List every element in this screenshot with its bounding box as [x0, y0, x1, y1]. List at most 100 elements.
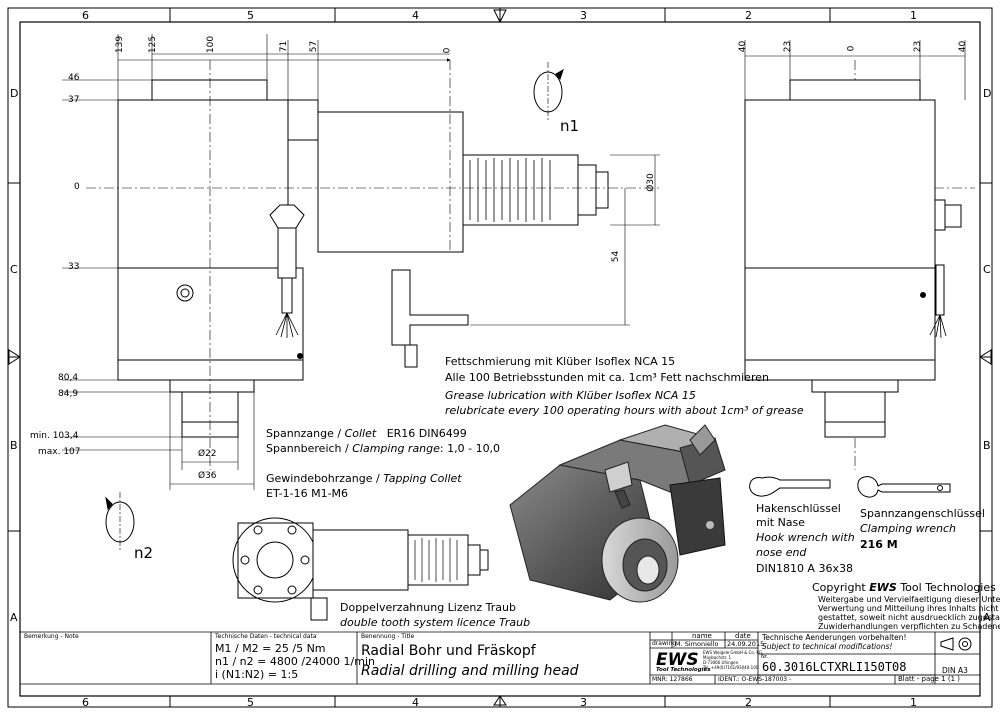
col-label-5-bottom: 5	[247, 696, 254, 709]
drawing-row-label: drawing	[652, 640, 677, 647]
row-label-d: D	[10, 87, 19, 100]
title-en: Radial drilling and milling head	[361, 663, 579, 679]
copyright-line-2: Verwertung und Mitteilung ihres Inhalts …	[818, 604, 999, 613]
drawer-name: M. Simoniello	[675, 640, 719, 648]
dim-33: 33	[68, 262, 80, 272]
dim-r-23-left: 23	[783, 40, 794, 53]
sheet-frame	[7, 7, 993, 708]
ratio-values: i (N1:N2) = 1:5	[215, 668, 299, 681]
row-label-d-right: D	[983, 87, 992, 100]
col-date-header: date	[735, 632, 751, 640]
grease-note-de-1: Fettschmierung mit Klüber Isoflex NCA 15	[445, 355, 676, 368]
clamping-wrench-value: 216 M	[860, 538, 898, 551]
dim-125: 125	[148, 35, 159, 54]
hook-wrench-de-1: Hakenschlüssel	[756, 502, 841, 515]
hook-wrench-en-2: nose end	[756, 546, 807, 559]
address-line-2: Maybachstr. 1	[703, 655, 732, 660]
dim-dia-36: Ø36	[198, 471, 217, 481]
collet-label-en: Collet	[344, 427, 377, 440]
range-label-de: Spannbereich /	[266, 442, 353, 455]
range-label-en: Clamping range	[352, 442, 440, 455]
grease-note-en-2: relubricate every 100 operating hours wi…	[445, 404, 804, 417]
address-line-3: D-73066 Uhingen	[703, 660, 739, 665]
hook-wrench-de-2: mit Nase	[756, 516, 806, 529]
copyright-brand: EWS	[869, 581, 897, 594]
copyright-suffix: Tool Technologies	[896, 581, 996, 594]
rotation-n1	[533, 62, 564, 122]
changes-note-de: Technische Aenderungen vorbehalten!	[762, 633, 907, 642]
row-label-c-right: C	[983, 263, 991, 276]
copyright-prefix: Copyright	[812, 581, 870, 594]
side-view	[744, 79, 962, 438]
dim-37: 37	[68, 95, 80, 105]
dim-71: 71	[279, 40, 290, 53]
dim-min-103-4: min. 103,4	[30, 431, 79, 441]
col-label-4-bottom: 4	[412, 696, 419, 709]
techdata-label: Technische Daten - technical data	[215, 633, 317, 640]
clamping-wrench-de: Spannzangenschlüssel	[860, 507, 985, 520]
hook-wrench-illustration	[749, 476, 831, 497]
drawing-date: 24.09.2015	[727, 640, 765, 648]
dim-84-9: 84,9	[58, 389, 79, 399]
row-label-c: C	[10, 263, 18, 276]
dim-57: 57	[309, 40, 320, 53]
changes-note-en: Subject to technical modifications!	[762, 642, 893, 651]
row-label-a-right: A	[983, 611, 991, 624]
grease-note-en-1: Grease lubrication with Klüber Isoflex N…	[445, 389, 696, 402]
remark-label: Bemerkung - Note	[24, 633, 79, 640]
clamping-wrench-en: Clamping wrench	[860, 522, 956, 535]
dim-54: 54	[611, 250, 622, 263]
dim-46: 46	[68, 73, 80, 83]
traub-note-en: double tooth system licence Traub	[340, 616, 531, 629]
rotation-label-n1: n1	[560, 117, 580, 135]
collet-label-de: Spannzange /	[266, 427, 345, 440]
col-label-2: 2	[745, 9, 752, 22]
col-label-2-bottom: 2	[745, 696, 752, 709]
copyright-line-1: Weitergabe und Vervielfaeltigung dieser …	[818, 595, 1000, 604]
col-label-5: 5	[247, 9, 254, 22]
dim-139: 139	[115, 35, 126, 54]
title-de: Radial Bohr und Fräskopf	[361, 643, 536, 659]
title-block-lines	[20, 631, 980, 685]
range-value: : 1,0 - 10,0	[439, 442, 501, 455]
title-label: Benennung - Title	[361, 633, 415, 640]
tap-label-en: Tapping Collet	[383, 472, 462, 485]
col-label-4: 4	[412, 9, 419, 22]
dim-0-left: 0	[74, 182, 80, 192]
copyright-title: Copyright EWS Tool Technologies	[812, 582, 996, 593]
rotation-label-n2: n2	[134, 544, 154, 562]
dim-r-0: 0	[846, 45, 857, 52]
row-label-a: A	[10, 611, 18, 624]
copyright-line-4: Zuwiderhandlungen verpflichten zu Schade…	[818, 622, 1000, 631]
clamping-range-spec: Spannbereich / Clamping range: 1,0 - 10,…	[266, 443, 500, 454]
col-label-1-bottom: 1	[910, 696, 917, 709]
hook-wrench-value: DIN1810 A 36x38	[756, 562, 853, 575]
isometric-render	[509, 424, 726, 603]
col-name-header: name	[692, 632, 712, 640]
row-label-b-right: B	[983, 439, 991, 452]
collet-spec: Spannzange / Collet ER16 DIN6499	[266, 428, 467, 439]
top-view	[232, 517, 489, 621]
col-label-1: 1	[910, 9, 917, 22]
clamping-wrench-illustration	[857, 476, 951, 498]
dim-80-4: 80,4	[58, 373, 79, 383]
dim-r-40-left: 40	[738, 40, 749, 53]
tapping-collet-value: ET-1-16 M1-M6	[266, 487, 349, 500]
part-number-label: Nr.	[761, 654, 768, 660]
rotation-n2	[105, 492, 135, 552]
speed-values: n1 / n2 = 4800 /24000 1/min	[215, 655, 375, 668]
hook-wrench-en-1: Hook wrench with	[756, 531, 855, 544]
address-line-1: EWS Weigele GmbH & Co. KG	[703, 650, 763, 655]
part-number: 60.3016LCTXRLI150T08	[762, 660, 907, 674]
dim-dia-30: Ø30	[645, 173, 656, 192]
grease-note-de-2: Alle 100 Betriebsstunden mit ca. 1cm³ Fe…	[445, 371, 769, 384]
traub-note-de: Doppelverzahnung Lizenz Traub	[340, 601, 516, 614]
dim-r-40-right: 40	[958, 40, 969, 53]
collet-value: ER16 DIN6499	[386, 427, 467, 440]
torque-values: M1 / M2 = 25 /5 Nm	[215, 642, 326, 655]
row-label-b: B	[10, 439, 18, 452]
tap-label-de: Gewindebohrzange /	[266, 472, 384, 485]
col-label-6-bottom: 6	[82, 696, 89, 709]
